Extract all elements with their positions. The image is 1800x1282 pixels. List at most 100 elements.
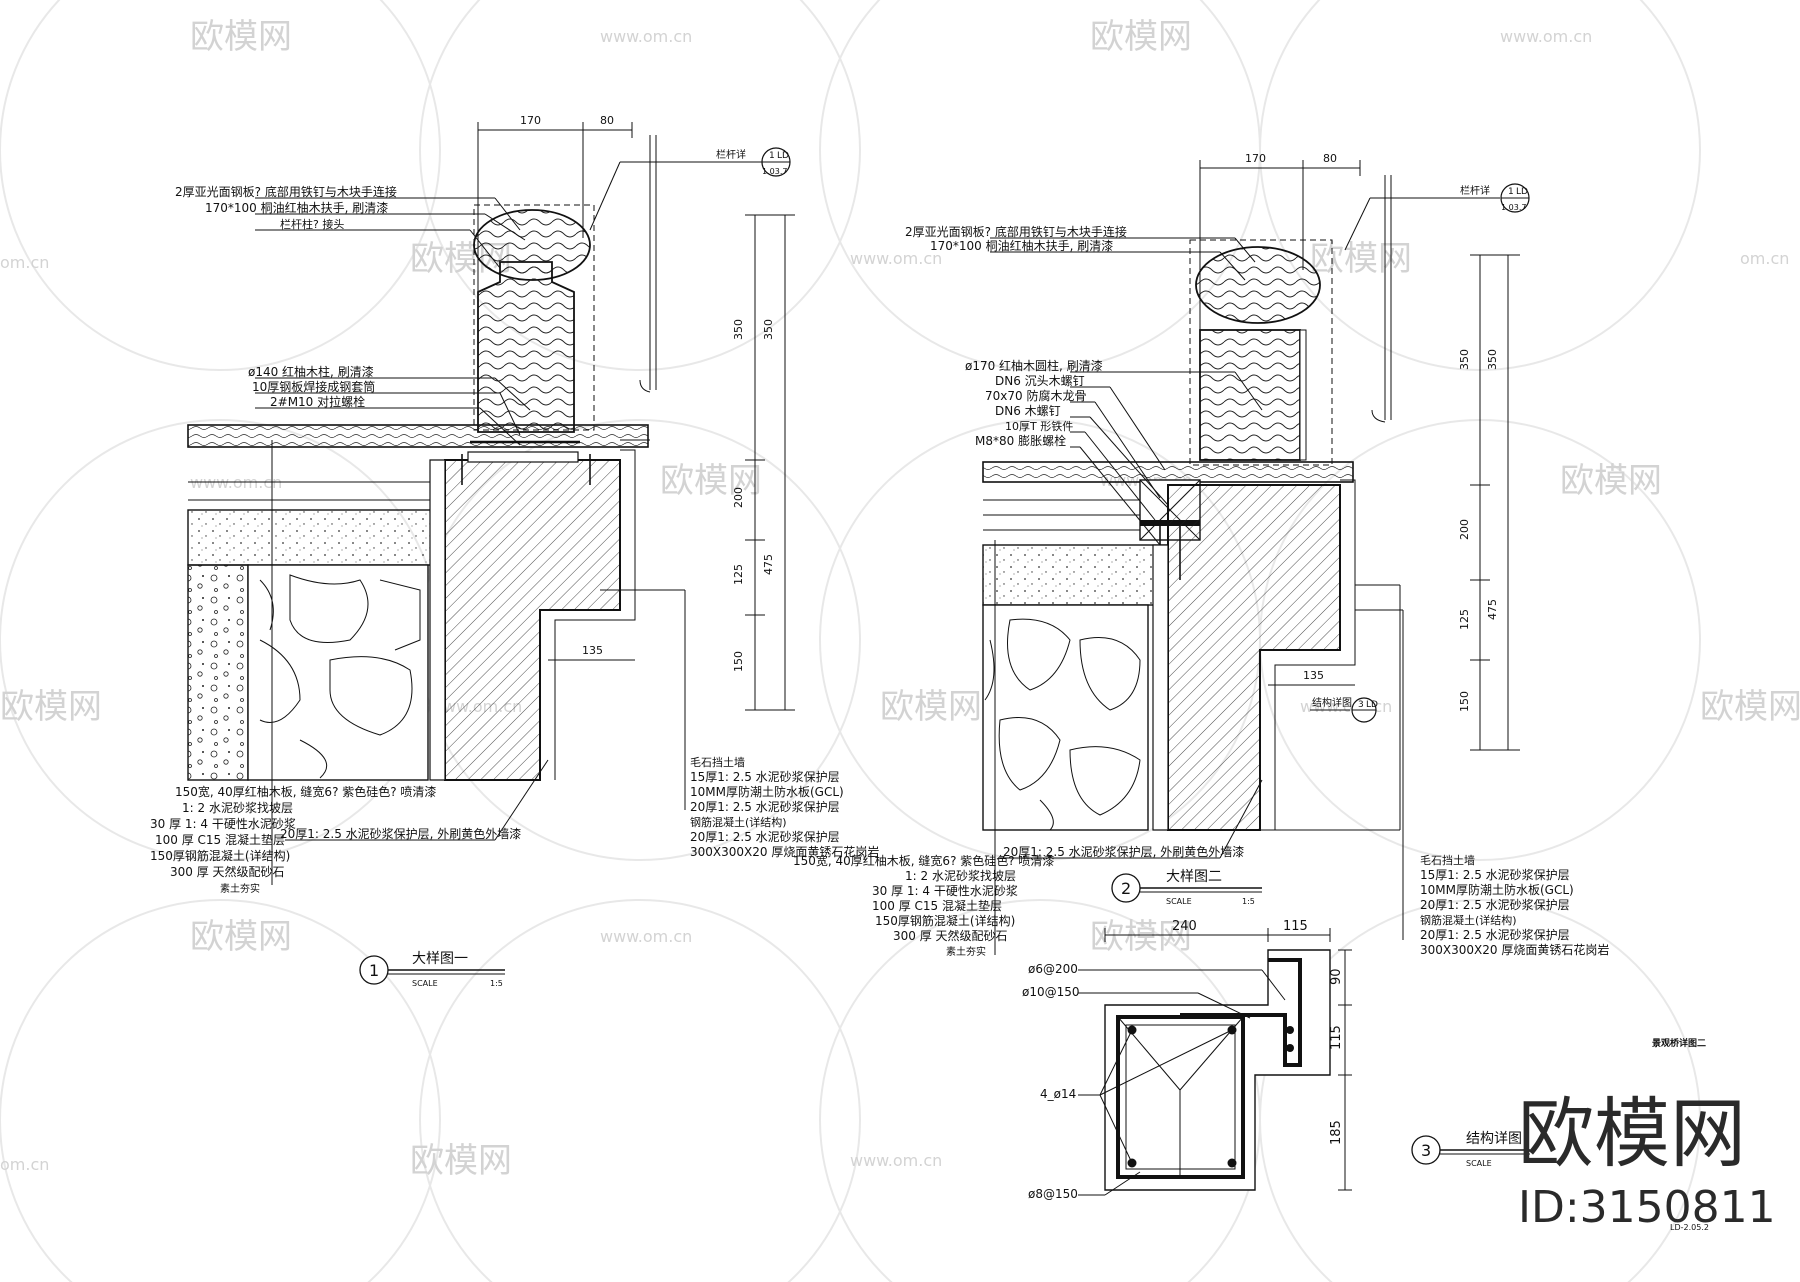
ref-code-2: LD [1516,187,1528,197]
note2-right-4: 20厚1: 2.5 水泥砂浆保护层 [1420,897,1570,912]
note2-mid-4: DN6 木螺钉 [995,404,1061,418]
dim-115-v: 115 [1329,1025,1344,1050]
note-top-3: 栏杆柱? 接头 [280,217,344,231]
dim-125-2: 125 [1458,609,1471,630]
note-right-6: 20厚1: 2.5 水泥砂浆保护层 [690,829,840,844]
note-left-6: 300 厚 天然级配砂石 [170,864,285,879]
concrete-wall-section-2 [1167,484,1341,831]
struct-ref-num: 3 [1358,700,1364,710]
note2-top-2: 170*100 桐油红柚木扶手, 刷清漆 [930,238,1113,253]
ref-num: 1 [769,151,775,161]
note2-left-2: 1: 2 水泥砂浆找坡层 [905,868,1016,883]
notes-right-2: 毛石挡土墙 15厚1: 2.5 水泥砂浆保护层 10MM厚防潮土防水板(GCL)… [1420,853,1609,957]
note2-left-3: 30 厚 1: 4 干硬性水泥砂浆 [872,883,1018,898]
rebar-label-2: ø10@150 [1022,985,1080,999]
notes-right-1: 毛石挡土墙 15厚1: 2.5 水泥砂浆保护层 10MM厚防潮土防水板(GCL)… [690,755,879,859]
dim-150-2: 150 [1458,691,1471,712]
dim-135-2: 135 [1303,669,1324,682]
dim-top-80-2: 80 [1323,152,1337,165]
model-id: ID:3150811 [1518,1182,1776,1233]
ref-num-2: 1 [1508,187,1514,197]
note2-mid-5: 10厚T 形铁件 [1005,420,1073,433]
notes-left-2: 150宽, 40厚红柚木板, 缝宽6? 紫色硅色? 喷清漆 1: 2 水泥砂浆找… [793,853,1054,958]
rebar-label-4: ø8@150 [1028,1187,1078,1201]
rubble-stone-wall [247,564,429,781]
watermark-site-short: om.cn [0,253,49,272]
dim-350-d: 350 [1486,349,1499,370]
note-left-3: 30 厚 1: 4 干硬性水泥砂浆 [150,816,296,831]
notes-left-1: 150宽, 40厚红柚木板, 缝宽6? 紫色硅色? 喷清漆 1: 2 水泥砂浆找… [150,784,436,895]
watermark-brand: 欧模网 [1090,917,1192,957]
note-right-4: 20厚1: 2.5 水泥砂浆保护层 [690,799,840,814]
detail-number: 1 [369,961,379,980]
note-top-1: 2厚亚光面钢板? 底部用铁钉与木块手连接 [175,184,397,199]
dim-475: 475 [762,554,775,575]
watermark-site: www.om.cn [850,249,942,268]
note2-bottom: 20厚1: 2.5 水泥砂浆保护层, 外刷黄色外墙漆 [1003,844,1244,859]
note-left-5: 150厚钢筋混凝土(详结构) [150,848,290,863]
note2-mid-6: M8*80 膨胀螺栓 [975,433,1066,448]
ref-sheet: 1.03.7 [762,167,787,176]
detail3-number: 3 [1421,1141,1431,1160]
note2-right-3: 10MM厚防潮土防水板(GCL) [1420,882,1574,897]
note2-right-2: 15厚1: 2.5 水泥砂浆保护层 [1420,867,1570,882]
note-right-5: 钢筋混凝土(详结构) [690,815,787,829]
watermark-site: www.om.cn [600,27,692,46]
sheet-title: 景观桥详图二 [1652,1037,1706,1049]
detail-3: 240 115 90 115 185 ø6@200 ø10@150 4_ø [1022,919,1530,1201]
detail2-scale: 1:5 [1242,897,1255,906]
watermark-site: www.om.cn [1500,27,1592,46]
note2-top-1: 2厚亚光面钢板? 底部用铁钉与木块手连接 [905,224,1127,239]
note2-left-1: 150宽, 40厚红柚木板, 缝宽6? 紫色硅色? 喷清漆 [793,853,1054,868]
dim-185: 185 [1329,1120,1344,1145]
note2-left-5: 150厚钢筋混凝土(详结构) [875,913,1015,928]
watermark-brand: 欧模网 [410,1141,512,1181]
detail2-title: 大样图二 [1166,869,1222,885]
note2-left-6: 300 厚 天然级配砂石 [893,928,1008,943]
round-post-section [1199,329,1301,461]
watermark-brand: 欧模网 [1700,687,1800,727]
dim-200: 200 [732,487,745,508]
note2-mid-1: ø170 红柚木圆柱, 刷清漆 [965,358,1103,373]
detail-2: 170 80 350 350 200 125 475 150 135 栏杆详 1… [793,152,1609,958]
dim-90: 90 [1329,968,1344,985]
struct-ref-label: 结构详图 [1312,696,1352,709]
watermark-brand: 欧模网 [660,461,762,501]
watermark-site: www.om.cn [600,927,692,946]
watermark-brand: 欧模网 [0,687,102,727]
note2-mid-2: DN6 沉头木螺钉 [995,374,1085,388]
ref-label-2: 栏杆详 [1460,184,1490,197]
dim-240: 240 [1172,919,1197,934]
scale-value: 1:5 [490,979,503,988]
watermark-brand: 欧模网 [880,687,982,727]
note-left-7: 素土夯实 [220,882,260,895]
handrail-section-2 [1195,246,1321,324]
note-left-1: 150宽, 40厚红柚木板, 缝宽6? 紫色硅色? 喷清漆 [175,784,436,799]
dim-475-2: 475 [1486,599,1499,620]
note-right-1: 毛石挡土墙 [690,755,745,769]
note-right-7: 300X300X20 厚烧面黄锈石花岗岩 [690,844,879,859]
rebar-label-3: 4_ø14 [1040,1087,1076,1101]
dim-top-170: 170 [520,114,541,127]
note2-left-4: 100 厚 C15 混凝土垫层 [872,898,1002,913]
sheet-number: LD-2.05.2 [1670,1223,1709,1232]
dim-350-b: 350 [762,319,775,340]
ref-label: 栏杆详 [716,148,746,161]
struct-ref-code: LD [1366,700,1378,710]
ref-sheet-2: 1.03.7 [1501,203,1526,212]
detail3-scale-label: SCALE [1466,1159,1492,1168]
watermark-brand: 欧模网 [190,17,292,57]
watermark-brand: 欧模网 [1090,17,1192,57]
dim-top-170-2: 170 [1245,152,1266,165]
note-right-3: 10MM厚防潮土防水板(GCL) [690,784,844,799]
detail-title: 大样图一 [412,951,468,967]
note-mid-1: ø140 红柚木柱, 刷清漆 [248,364,374,379]
watermark-site-short: om.cn [1740,249,1789,268]
note2-right-1: 毛石挡土墙 [1420,853,1475,867]
watermark-brand: 欧模网 [1560,461,1662,501]
watermark-brand: 欧模网 [1310,239,1412,279]
detail3-title: 结构详图 [1466,1131,1522,1147]
note-left-4: 100 厚 C15 混凝土垫层 [155,832,285,847]
note2-left-7: 素土夯实 [946,945,986,958]
note2-right-5: 钢筋混凝土(详结构) [1420,913,1517,927]
